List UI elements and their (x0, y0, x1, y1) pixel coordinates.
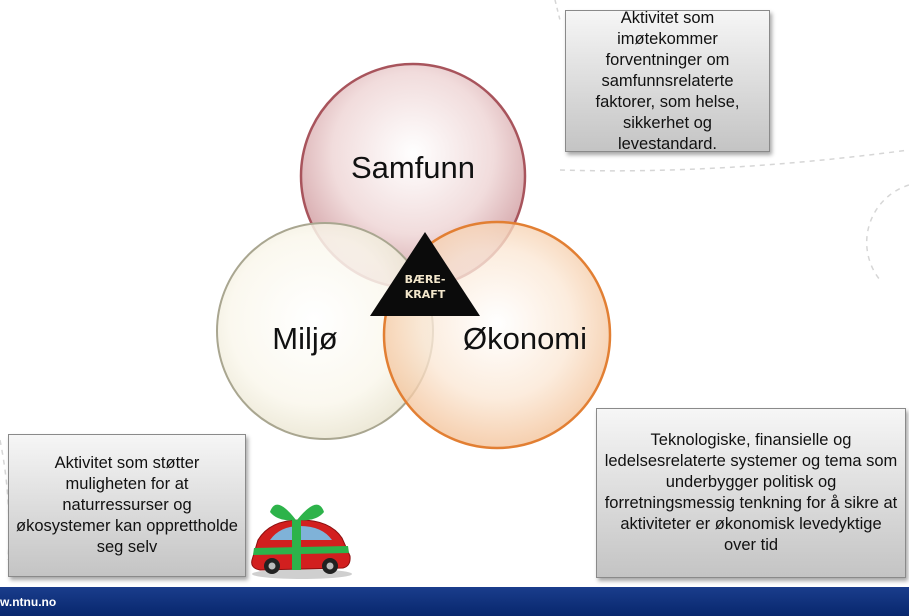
footer-bar: w.ntnu.no (0, 587, 909, 616)
label-baerekraft-line2: KRAFT (404, 288, 446, 301)
label-samfunn: Samfunn (350, 150, 476, 185)
decor-curve (559, 149, 909, 172)
label-okonomi: Økonomi (462, 321, 588, 356)
center-triangle (370, 232, 480, 316)
decor-left-arc (0, 439, 10, 561)
note-miljo-text: Aktivitet som støtter muligheten for at … (16, 454, 238, 556)
label-baerekraft: BÆRE- KRAFT (395, 272, 455, 302)
gift-car-icon (251, 504, 352, 579)
note-miljo: Aktivitet som støtter muligheten for at … (8, 434, 246, 577)
label-miljo: Miljø (272, 321, 338, 356)
note-okonomi: Teknologiske, finansielle og ledelsesrel… (596, 408, 906, 578)
note-samfunn-text: Aktivitet som imøtekommer forventninger … (595, 8, 740, 153)
decor-arc (865, 184, 909, 281)
decor-line (554, 0, 561, 21)
note-samfunn: Aktivitet som imøtekommer forventninger … (565, 8, 770, 153)
note-okonomi-text: Teknologiske, finansielle og ledelsesrel… (604, 431, 898, 554)
footer-url[interactable]: w.ntnu.no (0, 595, 57, 609)
label-baerekraft-line1: BÆRE- (404, 273, 446, 286)
